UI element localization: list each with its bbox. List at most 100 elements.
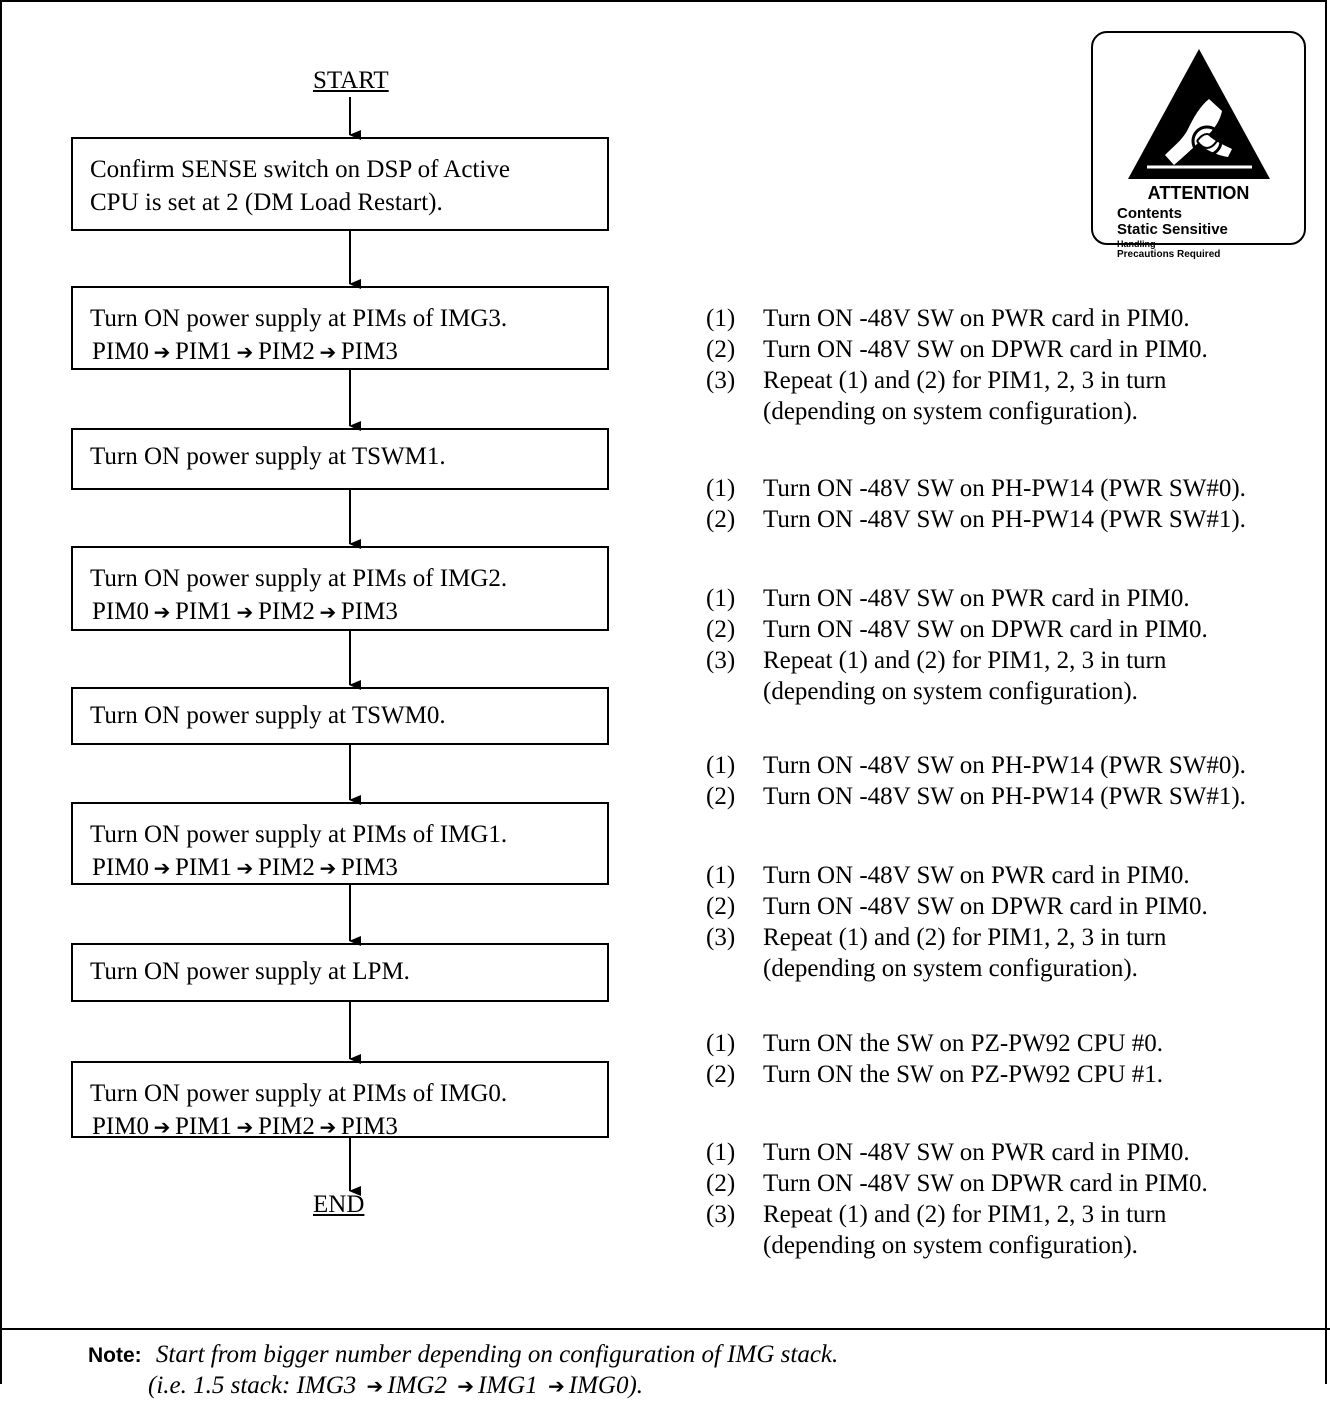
step-text: Turn ON -48V SW on PH-PW14 (PWR SW#0).: [763, 752, 1246, 779]
step-text: Repeat (1) and (2) for PIM1, 2, 3 in tur…: [763, 1201, 1167, 1228]
step-number: (2): [706, 336, 736, 363]
step-item: (1) Turn ON -48V SW on PWR card in PIM0.: [706, 583, 1208, 614]
attention-handling: Handling: [1117, 239, 1156, 249]
step-text: Turn ON -48V SW on PWR card in PIM0.: [763, 1139, 1190, 1166]
step-group: (1)Turn ON -48V SW on PWR card in PIM0.(…: [706, 303, 1208, 427]
step-group: (1)Turn ON -48V SW on PWR card in PIM0.(…: [706, 583, 1208, 707]
step-text: Turn ON the SW on PZ-PW92 CPU #0.: [763, 1030, 1164, 1057]
step-item: (1) Turn ON -48V SW on PH-PW14 (PWR SW#0)…: [706, 750, 1246, 781]
step-number: (1): [706, 1030, 736, 1057]
note-part: IMG2: [387, 1372, 447, 1399]
flow-step-text: Turn ON power supply at PIMs of IMG0.: [90, 1080, 508, 1107]
step-text-continued: (depending on system configuration).: [763, 678, 1138, 705]
note-divider: [0, 1328, 1330, 1330]
right-arrow-icon: ➔: [319, 1115, 337, 1139]
flow-step-text-line2: CPU is set at 2 (DM Load Restart).: [90, 189, 443, 216]
step-item: (2) Turn ON -48V SW on DPWR card in PIM0.: [706, 1168, 1208, 1199]
pim-label: PIM1: [174, 598, 232, 625]
pim-label: PIM0: [92, 854, 149, 881]
pim-label: PIM2: [257, 598, 315, 625]
step-number: (1): [706, 862, 736, 889]
right-arrow-icon: ➔: [319, 340, 337, 364]
attention-title: ATTENTION: [1147, 183, 1250, 203]
flow-start-label: START: [313, 67, 389, 94]
step-group: (1)Turn ON -48V SW on PH-PW14 (PWR SW#0)…: [706, 473, 1246, 535]
flow-step-box: Turn ON power supply at PIMs of IMG3.PIM…: [71, 286, 609, 370]
right-arrow-icon: ➔: [547, 1374, 565, 1398]
flow-step-text: Turn ON power supply at PIMs of IMG2.: [90, 565, 508, 592]
pim-label: PIM1: [174, 338, 232, 365]
step-number: (2): [706, 783, 736, 810]
step-text: Turn ON -48V SW on DPWR card in PIM0.: [763, 336, 1208, 363]
step-text: Turn ON -48V SW on PWR card in PIM0.: [763, 585, 1190, 612]
pim-label: PIM0: [92, 338, 149, 365]
step-item: (1)Turn ON -48V SW on PH-PW14 (PWR SW#0)…: [706, 473, 1246, 504]
right-arrow-icon: ➔: [366, 1374, 384, 1398]
pim-label: PIM3: [340, 338, 398, 365]
right-arrow-icon: ➔: [457, 1374, 475, 1398]
step-text: Turn ON -48V SW on DPWR card in PIM0.: [763, 893, 1208, 920]
step-item: (3) Repeat (1) and (2) for PIM1, 2, 3 in …: [706, 922, 1208, 984]
step-number: (3): [706, 1201, 736, 1228]
flow-step-box: Turn ON power supply at PIMs of IMG1. PIM…: [71, 802, 609, 885]
flow-step-box: Turn ON power supply at PIMs of IMG2. PIM…: [71, 546, 609, 631]
step-item: (3)Repeat (1) and (2) for PIM1, 2, 3 in …: [706, 365, 1208, 427]
step-text: Turn ON -48V SW on PH-PW14 (PWR SW#1).: [763, 506, 1246, 533]
flow-step-box: Turn ON power supply at PIMs of IMG0. PIM…: [71, 1061, 609, 1140]
step-text: Turn ON -48V SW on DPWR card in PIM0.: [763, 616, 1208, 643]
pim-label: PIM3: [340, 598, 398, 625]
right-arrow-icon: ➔: [153, 1115, 171, 1139]
step-text: Repeat (1) and (2) for PIM1, 2, 3 in tur…: [763, 647, 1167, 674]
flow-step-text: Turn ON power supply at PIMs of IMG1.: [90, 821, 508, 848]
step-text-continued: (depending on system configuration).: [763, 1232, 1138, 1259]
step-item: (2)Turn ON the SW on PZ-PW92 CPU #1.: [706, 1059, 1163, 1090]
step-number: (2): [706, 1170, 736, 1197]
step-number: (3): [706, 367, 736, 394]
note-part: IMG1: [478, 1372, 538, 1399]
step-text: Turn ON -48V SW on PWR card in PIM0.: [763, 305, 1190, 332]
static-sensitive-icon: [1128, 49, 1270, 179]
pim-label: PIM1: [174, 854, 232, 881]
step-text: Turn ON the SW on PZ-PW92 CPU #1.: [763, 1061, 1164, 1088]
step-number: (1): [706, 475, 736, 502]
step-number: (1): [706, 585, 736, 612]
flow-step-text: Turn ON power supply at TSWM0.: [90, 702, 446, 729]
step-number: (3): [706, 647, 736, 674]
step-number: (3): [706, 924, 736, 951]
step-text: Turn ON -48V SW on DPWR card in PIM0.: [763, 1170, 1208, 1197]
step-number: (1): [706, 752, 736, 779]
pim-label: PIM0: [92, 1113, 149, 1140]
note: Note: Start from bigger number depending…: [88, 1339, 838, 1399]
right-arrow-icon: ➔: [236, 600, 254, 624]
flow-step-text: Turn ON power supply at TSWM1.: [90, 443, 446, 470]
attention-label: ATTENTION Contents Static Sensitive Hand…: [1091, 31, 1306, 260]
right-arrow-icon: ➔: [153, 600, 171, 624]
pim-sequence: PIM0➔PIM1➔PIM2➔PIM3: [90, 1110, 607, 1144]
step-item: (2) Turn ON -48V SW on PH-PW14 (PWR SW#1)…: [706, 504, 1246, 535]
step-number: (2): [706, 616, 736, 643]
step-text: Turn ON -48V SW on PH-PW14 (PWR SW#1).: [763, 783, 1246, 810]
note-label: Note:: [88, 1344, 142, 1367]
step-number: (1): [706, 305, 736, 332]
step-item: (1)Turn ON -48V SW on PWR card in PIM0.: [706, 1137, 1208, 1168]
step-number: (2): [706, 506, 736, 533]
pim-sequence: PIM0➔PIM1➔PIM2➔PIM3: [90, 851, 607, 885]
step-item: (1) Turn ON -48V SW on PWR card in PIM0.: [706, 303, 1208, 334]
pim-label: PIM1: [174, 1113, 232, 1140]
step-item: (2) Turn ON -48V SW on DPWR card in PIM0.: [706, 614, 1208, 645]
flow-step-box: Turn ON power supply at TSWM0.: [71, 687, 609, 745]
note-part: IMG0).: [568, 1372, 644, 1399]
step-item: (3) Repeat (1) and (2) for PIM1, 2, 3 in …: [706, 1199, 1208, 1261]
attention-precautions: Precautions Required: [1117, 249, 1221, 260]
step-text: Repeat (1) and (2) for PIM1, 2, 3 in tur…: [763, 924, 1167, 951]
step-text: Turn ON -48V SW on PWR card in PIM0.: [763, 862, 1190, 889]
right-arrow-icon: ➔: [153, 856, 171, 880]
pim-label: PIM3: [340, 1113, 398, 1140]
note-line-2: (i.e. 1.5 stack: IMG3 ➔IMG2 ➔IMG1 ➔IMG0)…: [148, 1370, 643, 1402]
pim-sequence: PIM0➔PIM1➔PIM2➔PIM3: [90, 595, 607, 629]
right-arrow-icon: ➔: [236, 340, 254, 364]
flow-step-box: Turn ON power supply at TSWM1.: [71, 428, 609, 490]
step-item: (1) Turn ON the SW on PZ-PW92 CPU #0.: [706, 1028, 1163, 1059]
